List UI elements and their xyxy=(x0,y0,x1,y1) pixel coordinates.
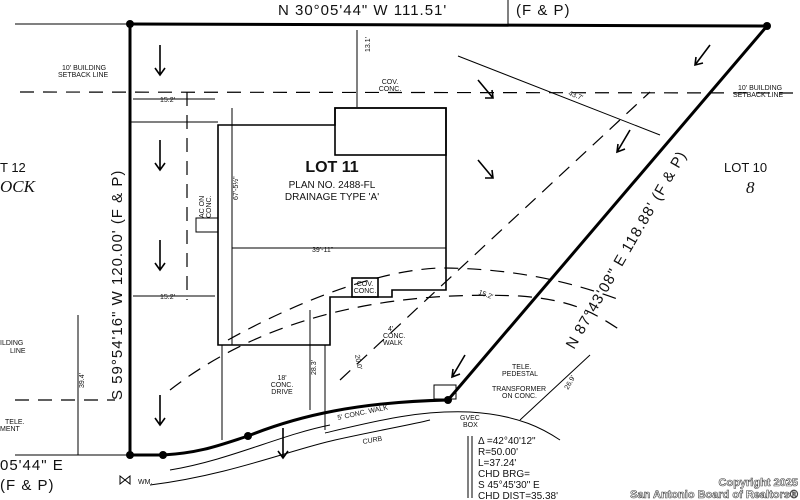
dim-26-9 xyxy=(519,354,591,421)
dimension-label: 67'-5½" xyxy=(232,176,240,200)
drive-label: 18' xyxy=(277,375,286,382)
transformer-label: TRANSFORMER xyxy=(492,386,546,393)
walk-label: WALK xyxy=(383,340,403,347)
tele-pedestal-label: TELE. xyxy=(512,364,532,371)
lot-plan: PLAN NO. 2488-FL xyxy=(289,180,376,191)
curb-line xyxy=(169,424,331,471)
left-bearing: S 59°54'16" W 120.00' (F & P) xyxy=(109,170,126,400)
right-bearing: N 87°43'08" E 118.88' (F & P) xyxy=(563,148,691,352)
curve-length: L=37.24' xyxy=(478,458,516,469)
front-curve-boundary xyxy=(130,398,449,457)
building-line-label: ILDING xyxy=(0,340,23,347)
cov-conc-label: CONC. xyxy=(354,288,377,295)
walk-line xyxy=(324,411,561,441)
dimension-label: 39.4' xyxy=(79,373,86,388)
bottom-fp: (F & P) xyxy=(0,477,55,494)
dimension-label: 15.2' xyxy=(160,97,175,104)
neighbor-lot-right: LOT 10 xyxy=(724,160,767,175)
water-meter-icon xyxy=(119,474,131,486)
cov-conc-label: CONC. xyxy=(379,86,402,93)
curve-chord-bearing: S 45°45'30" E xyxy=(478,480,540,491)
top-bearing: N 30°05'44" W 111.51' xyxy=(278,2,447,19)
setback-line-top xyxy=(19,91,800,94)
dimension-label: 28.3' xyxy=(311,360,318,375)
top-boundary xyxy=(129,22,768,28)
lot-title: LOT 11 xyxy=(305,159,358,176)
walk-label: CONC. xyxy=(383,333,406,340)
curb-line xyxy=(149,419,431,486)
lot-drainage: DRAINAGE TYPE 'A' xyxy=(285,192,379,203)
curve-chord-distance: CHD DIST=35.38' xyxy=(478,491,558,500)
drive-label: CONC. xyxy=(271,382,294,389)
house-footprint xyxy=(217,107,447,346)
bottom-bearing: 05'44" E xyxy=(0,457,64,474)
right-boundary xyxy=(446,25,769,401)
tele-pedestal-label: PEDESTAL xyxy=(502,371,538,378)
dimension-label: 15.2' xyxy=(160,294,175,301)
neighbor-block-right: 8 xyxy=(746,178,755,197)
cov-conc-label: COV. xyxy=(382,79,399,86)
transformer-label: ON CONC. xyxy=(502,393,537,400)
curve-radius: R=50.00' xyxy=(478,447,518,458)
setback-label: 10' BUILDING xyxy=(738,85,782,92)
setback-line-right xyxy=(339,91,651,381)
dim-43-7 xyxy=(457,55,661,136)
setback-label: SETBACK LINE xyxy=(733,92,784,99)
dimension-label: 15.2' xyxy=(477,289,493,301)
tele-easement-label: MENT xyxy=(0,426,21,433)
top-fp: (F & P) xyxy=(516,2,571,19)
dimension-label: 39'-11" xyxy=(312,247,334,254)
water-meter-label: WM. xyxy=(138,479,152,486)
setback-label: 10' BUILDING xyxy=(62,65,106,72)
drive-label: DRIVE xyxy=(271,389,293,396)
transformer-pad xyxy=(433,384,457,400)
setback-label: SETBACK LINE xyxy=(58,72,109,79)
building-line-label: LINE xyxy=(10,348,26,355)
gvec-label: GVEC xyxy=(460,415,480,422)
dimension-label: 13.1' xyxy=(365,37,372,52)
ac-label: AC ON xyxy=(199,196,206,218)
neighbor-lot-left: T 12 xyxy=(0,160,26,175)
dimension-label: 20.0' xyxy=(353,354,362,370)
neighbor-block-left: OCK xyxy=(0,177,37,196)
cov-conc-label: COV. xyxy=(357,281,374,288)
curve-delta: Δ =42°40'12" xyxy=(478,436,536,447)
copyright-watermark: San Antonio Board of Realtors® xyxy=(630,489,798,500)
curve-chord-bearing-label: CHD BRG= xyxy=(478,469,530,480)
gvec-label: BOX xyxy=(463,422,478,429)
copyright-watermark: Copyright 2025 xyxy=(719,477,798,489)
drainage-arrows xyxy=(154,44,711,460)
easement-line-2 xyxy=(227,267,621,341)
boundary-pins xyxy=(126,20,771,459)
walk-label: 4' xyxy=(388,326,393,333)
ac-pad xyxy=(195,217,219,233)
covered-concrete-front xyxy=(351,277,379,298)
curb-label: CURB xyxy=(362,436,383,446)
dimension-label: 43.7' xyxy=(567,90,583,102)
ac-label: CONC. xyxy=(206,195,213,218)
tele-easement-label: TELE. xyxy=(5,419,25,426)
covered-concrete-rear xyxy=(334,107,447,156)
